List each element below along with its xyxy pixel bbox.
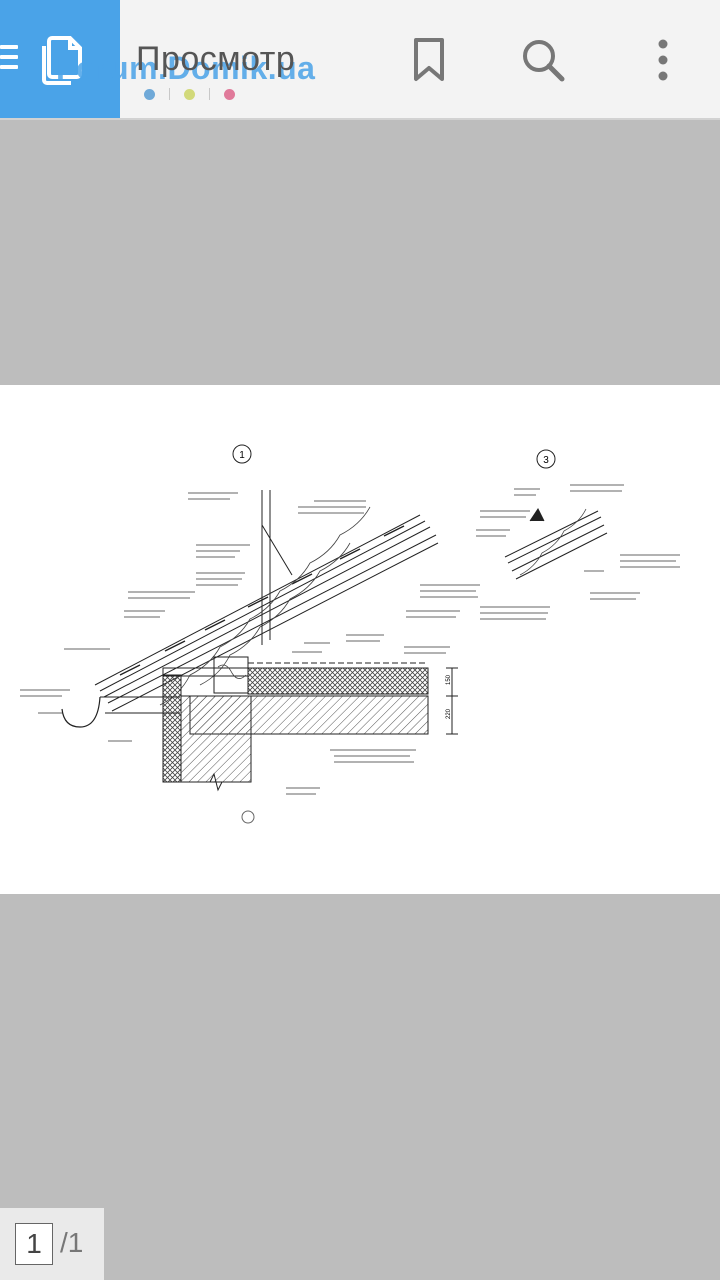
total-pages: /1	[60, 1227, 84, 1258]
search-icon	[523, 40, 565, 82]
app-icon-block[interactable]	[0, 0, 120, 118]
dot-yellow	[184, 88, 195, 100]
current-page-input[interactable]: 1	[15, 1223, 53, 1265]
search-button[interactable]	[520, 36, 566, 84]
more-options-button[interactable]	[640, 36, 686, 84]
menu-icon[interactable]	[0, 45, 20, 73]
page-title: Просмотр	[136, 40, 296, 78]
dot-blue	[144, 88, 155, 100]
color-dots	[144, 88, 235, 100]
page-indicator: 1 /1	[0, 1208, 104, 1280]
bookmark-icon	[414, 38, 444, 81]
callout-1: 1	[239, 450, 245, 461]
dot-pink	[224, 88, 235, 100]
roof-section-drawing: 1 3	[20, 444, 680, 824]
app-toolbar: Forum.Domik.ua Просмотр	[0, 0, 720, 120]
document-page[interactable]: 1 3	[0, 385, 720, 894]
watermark: Forum.Domik.ua	[56, 50, 316, 86]
callout-3: 3	[543, 455, 549, 466]
bookmark-button[interactable]	[406, 36, 452, 84]
more-vertical-icon	[658, 39, 668, 81]
dimension-1: 150	[446, 674, 452, 685]
document-copy-icon	[42, 36, 82, 85]
dimension-2: 220	[446, 708, 452, 719]
